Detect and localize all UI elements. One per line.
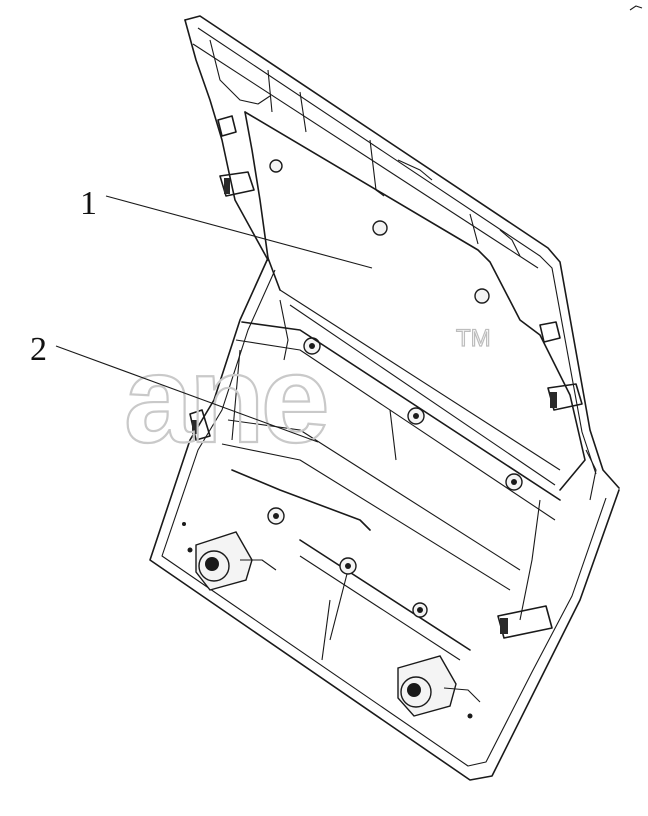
callout-2: 2 [30, 331, 319, 443]
upper-panel [184, 15, 620, 491]
lower-panel [149, 257, 620, 781]
callout-1: 1 [80, 185, 373, 269]
watermark: ane TM [123, 324, 491, 470]
watermark-trademark: TM [456, 325, 491, 352]
callout-1-label: 1 [80, 185, 97, 222]
callout-1-leader [105, 195, 373, 269]
corner-mark [629, 5, 643, 11]
callout-2-leader [55, 345, 319, 443]
callout-2-label: 2 [30, 331, 47, 368]
watermark-text: ane [124, 331, 326, 469]
